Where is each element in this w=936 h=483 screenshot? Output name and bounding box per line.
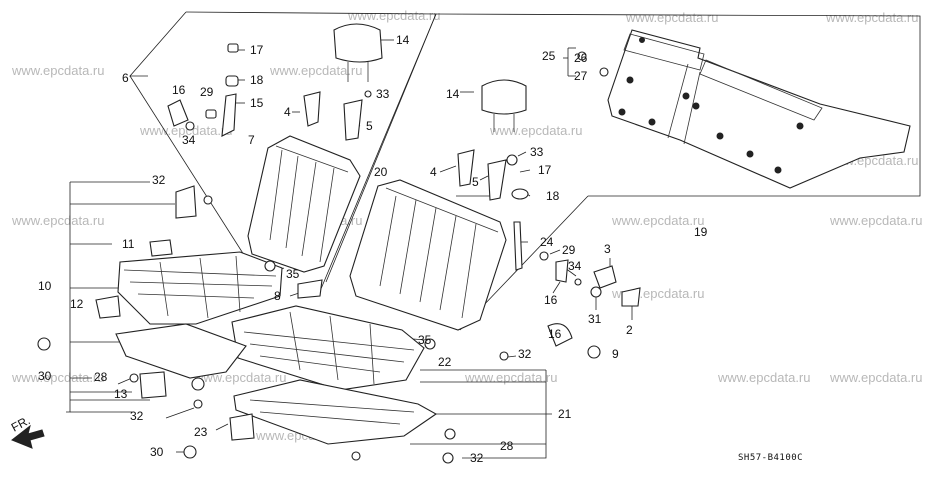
callout-number: 17 xyxy=(250,43,264,57)
callout-number: 30 xyxy=(150,445,164,459)
watermark-text: www.epcdata.ru xyxy=(829,213,923,228)
headrest-part xyxy=(333,23,527,132)
right-seatback-part xyxy=(349,179,507,331)
watermark-text: www.epcdata.ru xyxy=(269,63,363,78)
callout-number: 26 xyxy=(574,51,588,65)
callout-number: 33 xyxy=(530,145,544,159)
callout-number: 29 xyxy=(562,243,576,257)
watermark-text: www.epcdata.ru xyxy=(829,370,923,385)
callout-number: 23 xyxy=(194,425,208,439)
diagram-code: SH57-B4100C xyxy=(738,453,803,463)
callout-number: 34 xyxy=(568,259,582,273)
callout-number: 13 xyxy=(114,387,128,401)
callout-number: 32 xyxy=(130,409,144,423)
watermark-text: www.epcdata.ru xyxy=(825,10,919,25)
front-direction-arrow xyxy=(11,424,45,449)
callout-number: 24 xyxy=(540,235,554,249)
callout-number: 11 xyxy=(122,237,135,251)
watermark-text: www.epcdata.ru xyxy=(489,123,583,138)
callout-number: 20 xyxy=(374,165,388,179)
callout-number: 32 xyxy=(152,173,166,187)
callout-number: 28 xyxy=(94,370,108,384)
callout-number: 6 xyxy=(122,71,129,85)
watermark-text: www.epcdata.ru xyxy=(611,213,705,228)
callout-number: 34 xyxy=(182,133,196,147)
callout-number: 33 xyxy=(376,87,390,101)
watermark-text: www.epcdata.ru xyxy=(347,8,441,23)
callout-number: 5 xyxy=(472,175,479,189)
rear-panel-part xyxy=(607,29,911,189)
callout-number: 10 xyxy=(38,279,52,293)
callout-number: 31 xyxy=(588,312,602,326)
callout-number: 4 xyxy=(284,105,291,119)
callout-number: 35 xyxy=(418,333,432,347)
callout-number: 18 xyxy=(250,73,264,87)
watermark-text: www.epcdata.ru xyxy=(625,10,719,25)
callout-number: 21 xyxy=(558,407,572,421)
callout-number: 16 xyxy=(548,327,562,341)
callout-number: 25 xyxy=(542,49,556,63)
callout-number: 14 xyxy=(396,33,410,47)
callout-number: 35 xyxy=(286,267,300,281)
callout-number: 14 xyxy=(446,87,460,101)
parts-layer xyxy=(11,23,911,464)
hardware-part xyxy=(37,43,641,464)
right-seat-cushion-part xyxy=(231,305,425,391)
callout-number: 17 xyxy=(538,163,552,177)
callout-number: 32 xyxy=(470,451,484,465)
callout-number: 8 xyxy=(274,289,281,303)
watermark-text: www.epcdata.ru xyxy=(11,63,105,78)
callout-number: 2 xyxy=(626,323,633,337)
callout-number: 16 xyxy=(172,83,186,97)
watermark-text: www.epcdata.ru xyxy=(11,213,105,228)
callout-number: 29 xyxy=(200,85,214,99)
callout-number: 28 xyxy=(500,439,514,453)
left-seat-cushion-part xyxy=(117,251,283,325)
callout-number: 27 xyxy=(574,69,588,83)
callout-number: 12 xyxy=(70,297,84,311)
watermark-text: www.epcdata.ru xyxy=(464,370,558,385)
watermark-text: www.epcdata.ru xyxy=(11,370,105,385)
callout-number: 5 xyxy=(366,119,373,133)
callout-number: 15 xyxy=(250,96,264,110)
callout-number: 7 xyxy=(248,133,255,147)
callout-number: 4 xyxy=(430,165,437,179)
watermark-text: www.epcdata.ru xyxy=(717,370,811,385)
left-seatback-part xyxy=(247,135,361,273)
callout-number: 3 xyxy=(604,242,611,256)
callout-number: 32 xyxy=(518,347,532,361)
callout-number: 16 xyxy=(544,293,558,307)
callout-number: 22 xyxy=(438,355,452,369)
callout-number: 30 xyxy=(38,369,52,383)
callout-number: 19 xyxy=(694,225,708,239)
callout-number: 18 xyxy=(546,189,560,203)
callout-number: 9 xyxy=(612,347,619,361)
